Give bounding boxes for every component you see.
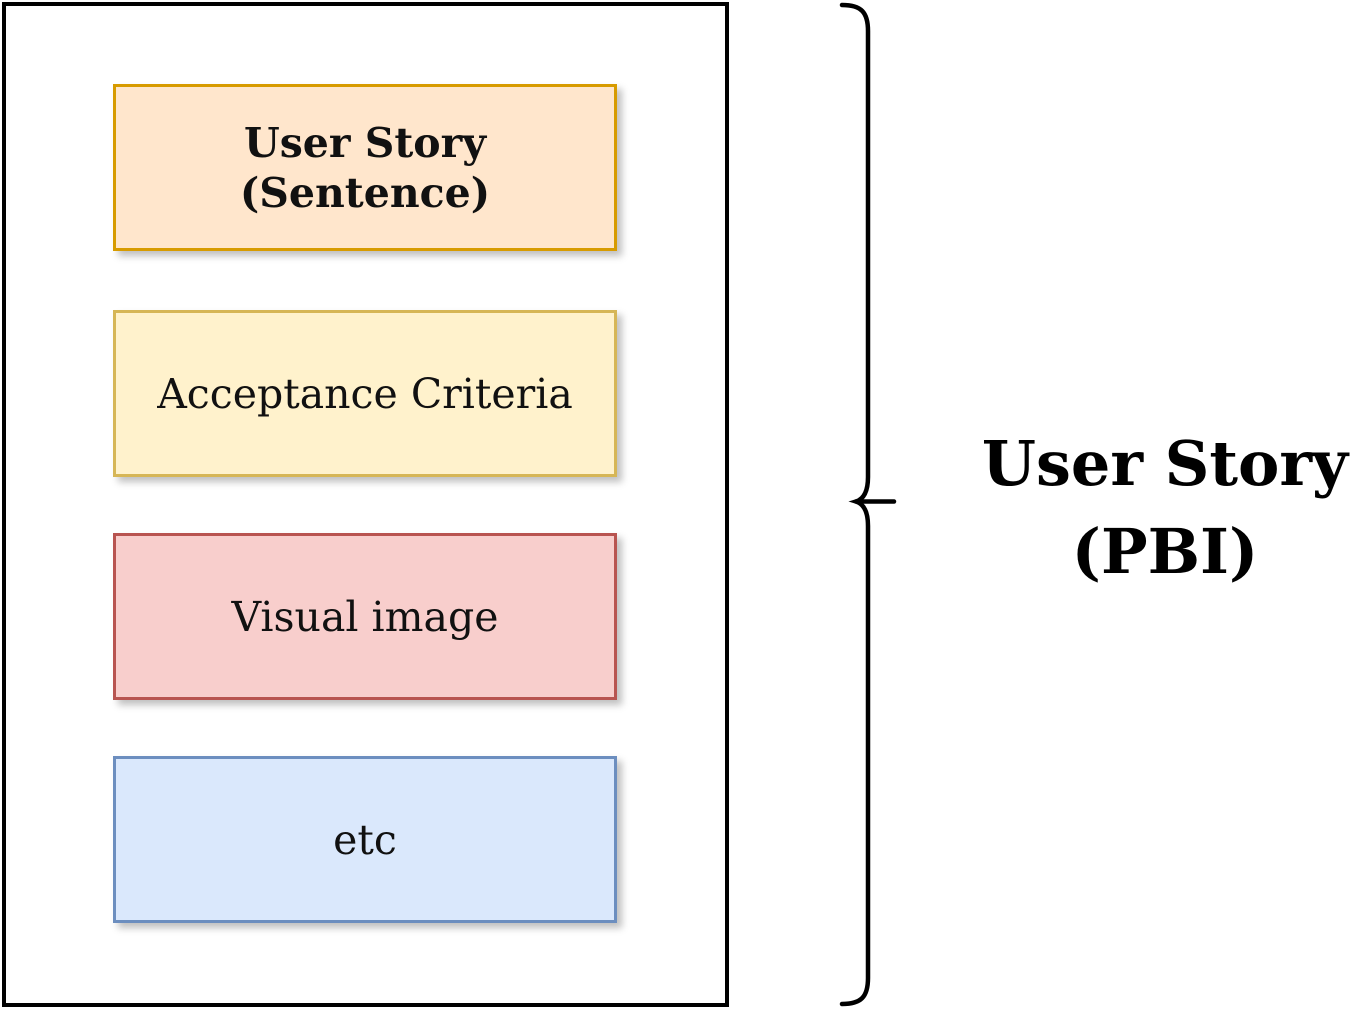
visual-image-box: Visual image xyxy=(113,533,617,700)
etc-box: etc xyxy=(113,756,617,923)
box-label-line: Acceptance Criteria xyxy=(157,369,573,418)
box-label-line: (Sentence) xyxy=(239,168,491,217)
box-label-line: etc xyxy=(333,815,397,864)
box-label-line: Visual image xyxy=(231,592,499,641)
user-story-card-container: User Story (Sentence) Acceptance Criteri… xyxy=(2,2,729,1007)
user-story-sentence-box: User Story (Sentence) xyxy=(113,84,617,251)
acceptance-criteria-box: Acceptance Criteria xyxy=(113,310,617,477)
pbi-label-line: User Story xyxy=(981,427,1349,500)
pbi-label-line: (PBI) xyxy=(1071,515,1259,588)
box-label-line: User Story xyxy=(243,118,487,167)
pbi-label: User Story (PBI) xyxy=(930,420,1358,596)
